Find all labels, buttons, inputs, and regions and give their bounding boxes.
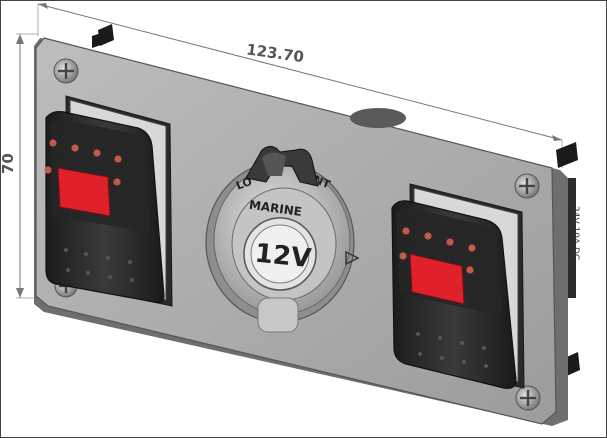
rocker-switch-right [391, 183, 525, 389]
width-dimension-label: 123.70 [245, 40, 305, 66]
indicator-leds-top-left [44, 139, 122, 186]
indicator-dots-bottom-right [416, 332, 488, 368]
socket-lock-label-left: LO [234, 175, 253, 193]
power-socket: LO INT MARINE 12V [205, 108, 406, 333]
rocker-switch-left [44, 95, 173, 307]
socket-voltage-label: 12V [253, 238, 312, 274]
screw-bottom-right [515, 385, 541, 411]
switch-lens-left [57, 167, 111, 217]
indicator-dots-bottom-left [64, 248, 134, 282]
side-spec-label: 24V 10A DC [570, 206, 580, 260]
dimension-height: 70 [0, 33, 40, 299]
switch-lens-right [409, 253, 465, 305]
screw-top-left [53, 58, 79, 84]
height-dimension-label: 70 [0, 153, 17, 174]
indicator-leds-top-right [399, 227, 476, 274]
screw-top-right [514, 173, 540, 199]
